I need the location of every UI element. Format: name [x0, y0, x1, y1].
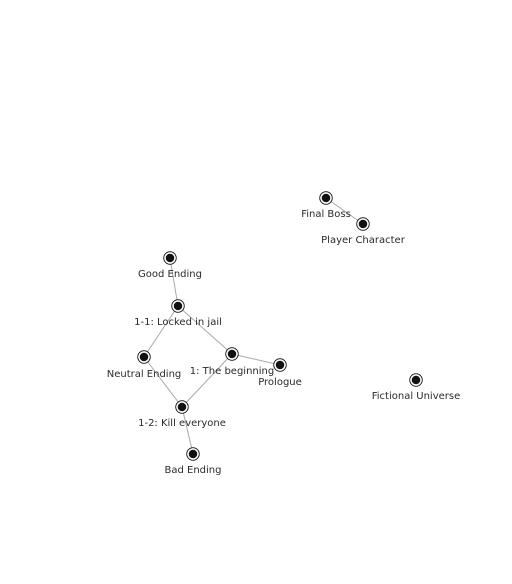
edge-neutral-ending-to-kill-everyone [143, 356, 183, 408]
node-good-ending[interactable]: Good Ending [138, 251, 202, 280]
node-label: Prologue [258, 377, 302, 388]
node-ring [163, 251, 177, 265]
node-player-character[interactable]: Player Character [321, 217, 406, 246]
edges-layer [143, 197, 364, 455]
edge-the-beginning-to-kill-everyone [181, 353, 233, 408]
node-dot[interactable] [226, 348, 238, 360]
node-label: 1-1: Locked in jail [134, 317, 222, 328]
node-ring [137, 350, 151, 364]
node-the-beginning[interactable]: 1: The beginning [190, 347, 274, 377]
node-label: Fictional Universe [372, 391, 461, 402]
node-ring [356, 217, 370, 231]
node-locked-in-jail[interactable]: 1-1: Locked in jail [134, 299, 222, 328]
node-dot[interactable] [187, 448, 199, 460]
node-final-boss[interactable]: Final Boss [301, 191, 351, 220]
node-dot[interactable] [172, 300, 184, 312]
node-prologue[interactable]: Prologue [258, 358, 302, 388]
edge-final-boss-to-player-character [325, 197, 364, 225]
node-dot[interactable] [320, 192, 332, 204]
node-label: Bad Ending [165, 465, 222, 476]
node-neutral-ending[interactable]: Neutral Ending [107, 350, 182, 380]
node-label: 1-2: Kill everyone [138, 418, 226, 429]
edge-good-ending-to-locked-in-jail [169, 257, 179, 307]
node-ring [175, 400, 189, 414]
node-kill-everyone[interactable]: 1-2: Kill everyone [138, 400, 226, 429]
node-label: Good Ending [138, 269, 202, 280]
node-label: Final Boss [301, 209, 351, 220]
node-ring [409, 373, 423, 387]
node-ring [225, 347, 239, 361]
node-dot[interactable] [357, 218, 369, 230]
node-ring [171, 299, 185, 313]
edge-locked-in-jail-to-the-beginning [177, 305, 233, 355]
edge-kill-everyone-to-bad-ending [181, 406, 194, 455]
node-label: Neutral Ending [107, 369, 182, 380]
node-ring [186, 447, 200, 461]
node-ring [319, 191, 333, 205]
node-dot[interactable] [176, 401, 188, 413]
node-fictional-universe[interactable]: Fictional Universe [372, 373, 461, 402]
node-ring [273, 358, 287, 372]
node-label: Player Character [321, 235, 406, 246]
node-dot[interactable] [274, 359, 286, 371]
edge-locked-in-jail-to-neutral-ending [143, 305, 179, 358]
node-bad-ending[interactable]: Bad Ending [165, 447, 222, 476]
node-label: 1: The beginning [190, 366, 274, 377]
node-dot[interactable] [164, 252, 176, 264]
edge-the-beginning-to-prologue [231, 353, 281, 366]
node-dot[interactable] [138, 351, 150, 363]
node-dot[interactable] [410, 374, 422, 386]
